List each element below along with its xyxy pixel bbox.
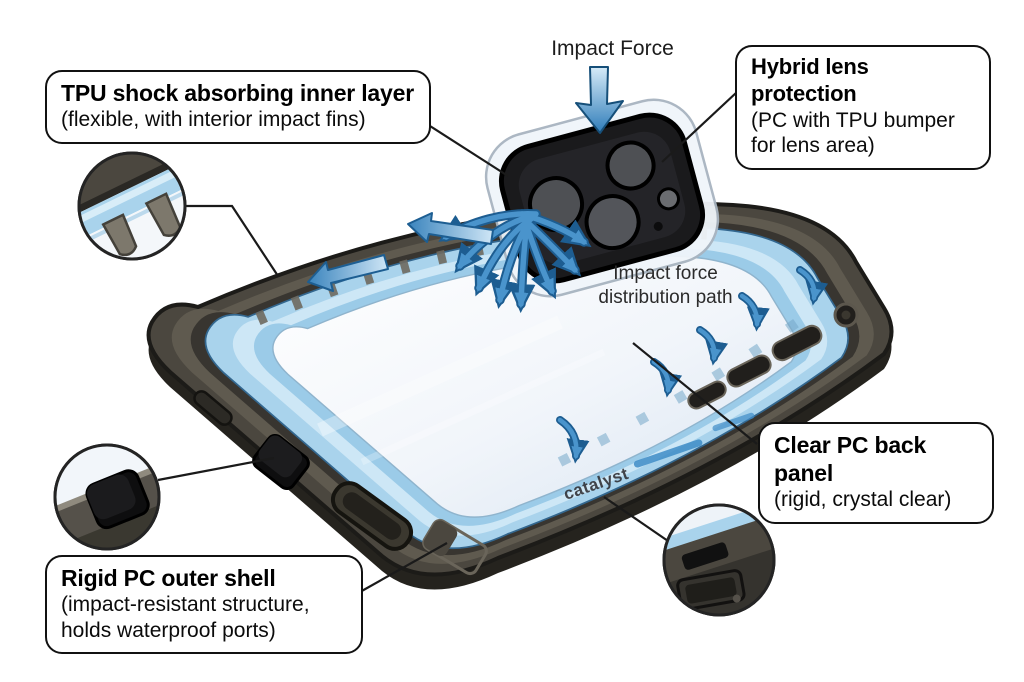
callout-tpu-title: TPU shock absorbing inner layer	[61, 80, 414, 106]
callout-rigid-outer-shell: Rigid PC outer shell (impact-resistant s…	[45, 555, 363, 655]
volume-button	[771, 324, 823, 362]
mic-hole	[653, 221, 663, 231]
magnifier-impact-fins	[77, 151, 187, 261]
dial-button-center	[841, 310, 851, 320]
callout-clear-back-panel: Clear PC back panel (rigid, crystal clea…	[758, 422, 994, 524]
force-fan-arrows	[438, 209, 592, 314]
waterproof-ports	[193, 390, 488, 576]
callout-tpu-description: (flexible, with interior impact fins)	[61, 108, 366, 132]
leader-line-fins-magnifier	[186, 204, 279, 277]
hook-fill	[557, 267, 822, 460]
leader-line-back-panel	[632, 342, 758, 445]
mute-slot	[193, 390, 233, 426]
callout-tpu-inner-layer: TPU shock absorbing inner layer (flexibl…	[45, 70, 431, 144]
phone-case-illustration: catalyst	[146, 98, 894, 590]
distribution-path-line2: distribution path	[598, 286, 733, 308]
leader-lines	[157, 91, 758, 593]
brand-area	[633, 412, 755, 468]
power-button	[687, 380, 727, 410]
callout-shell-title: Rigid PC outer shell	[61, 565, 276, 591]
distribution-path-label: Impact force distribution path	[573, 262, 758, 310]
port-latch-frame	[422, 518, 488, 576]
hook-arrows	[556, 266, 829, 464]
fan-arrow-fill	[442, 211, 588, 309]
volume-button	[726, 354, 772, 388]
panel-glint	[360, 348, 606, 466]
callout-back-title: Clear PC back panel	[774, 432, 927, 487]
flash-hole	[656, 187, 680, 211]
leader-line-shell	[359, 542, 448, 593]
rim-arrows	[307, 212, 494, 292]
callout-back-description: (rigid, crystal clear)	[774, 488, 952, 512]
callout-hybrid-lens: Hybrid lens protection (PC with TPU bump…	[735, 45, 991, 170]
lens-hole	[605, 140, 656, 191]
tpu-streak	[633, 439, 703, 468]
rim-arrow	[307, 254, 389, 292]
charge-port-cover	[330, 481, 414, 551]
impact-force-arrow	[575, 66, 624, 134]
leader-line-tpu	[429, 125, 509, 177]
panel-glint	[317, 315, 563, 437]
impact-fin	[101, 213, 138, 257]
leader-line-plug-magnifier	[157, 456, 275, 482]
port-opening	[681, 542, 729, 570]
callout-lens-description: (PC with TPU bumper for lens area)	[751, 108, 955, 158]
tpu-streak	[712, 412, 755, 432]
callout-shell-description: (impact-resistant structure, holds water…	[61, 593, 310, 642]
leader-line-latch-magnifier	[603, 496, 669, 542]
distribution-path-line1: Impact force	[613, 263, 718, 284]
callout-lens-title: Hybrid lens protection	[751, 54, 869, 106]
rim-arrow	[407, 212, 494, 245]
impact-force-label: Impact Force	[551, 37, 674, 60]
port-plug	[252, 433, 310, 491]
side-buttons	[687, 302, 859, 410]
magnifier-port-plug	[53, 443, 161, 551]
leader-line-lens	[661, 91, 738, 163]
